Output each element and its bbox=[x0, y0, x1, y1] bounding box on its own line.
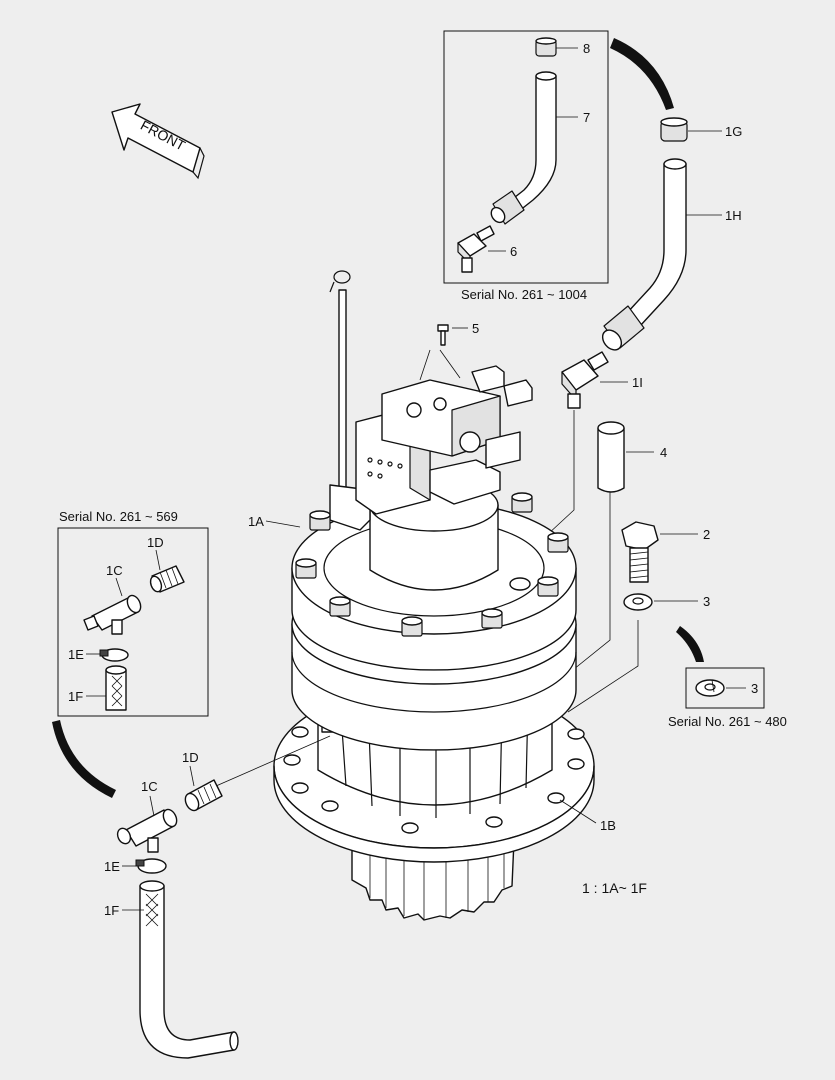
inset-top: 8 7 6 Serial No. 261 ~ 1004 bbox=[443, 30, 609, 302]
valve-block bbox=[355, 365, 533, 515]
inset-left-callout-1C: 1C bbox=[106, 563, 123, 578]
inset-top-frame bbox=[443, 30, 609, 284]
callout-5: 5 bbox=[472, 321, 479, 336]
callout-1G: 1G bbox=[725, 124, 742, 139]
flange-bolt-holes bbox=[283, 726, 585, 834]
callout-7: 7 bbox=[583, 110, 590, 125]
spring-washer-icon bbox=[695, 679, 725, 697]
inset-left: Serial No. 261 ~ 569 1D 1C 1E 1F bbox=[57, 509, 209, 717]
callout-2: 2 bbox=[703, 527, 710, 542]
inset-top-serial: Serial No. 261 ~ 1004 bbox=[461, 287, 587, 302]
callout-1F: 1F bbox=[104, 903, 119, 918]
inset-right-callout-3: 3 bbox=[751, 681, 758, 696]
pin-icon: 4 bbox=[597, 421, 667, 493]
inset-left-callout-1D: 1D bbox=[147, 535, 164, 550]
hex-bolt-icon: 2 bbox=[621, 521, 710, 583]
drain-fittings: 1D 1C 1E 1F bbox=[104, 735, 331, 1059]
callout-8: 8 bbox=[583, 41, 590, 56]
front-arrow-icon: FRONT bbox=[111, 103, 205, 180]
inset-right-frame bbox=[685, 667, 765, 709]
curved-arrow-icon bbox=[52, 720, 116, 798]
bolt-icon: 5 bbox=[437, 321, 479, 346]
cap-icon bbox=[660, 117, 688, 142]
inset-right-serial: Serial No. 261 ~ 480 bbox=[668, 714, 787, 729]
inset-left-callout-1E: 1E bbox=[68, 647, 84, 662]
callout-1I: 1I bbox=[632, 375, 643, 390]
callout-1B: 1B bbox=[600, 818, 616, 833]
inset-left-callout-1F: 1F bbox=[68, 689, 83, 704]
drain-tube-assembly: 1G 1H 1I bbox=[561, 117, 742, 409]
inset-left-serial: Serial No. 261 ~ 569 bbox=[59, 509, 178, 524]
casing-bolts bbox=[295, 492, 569, 637]
callout-1D: 1D bbox=[182, 750, 199, 765]
callout-1A: 1A bbox=[248, 514, 264, 529]
callout-6: 6 bbox=[510, 244, 517, 259]
curved-arrow-icon bbox=[676, 626, 704, 662]
callout-1C: 1C bbox=[141, 779, 158, 794]
curved-arrow-icon bbox=[610, 38, 674, 110]
washer-icon: 3 bbox=[623, 593, 710, 611]
kit-note: 1 : 1A~ 1F bbox=[582, 880, 647, 896]
callout-1E: 1E bbox=[104, 859, 120, 874]
inset-right: 3 Serial No. 261 ~ 480 bbox=[668, 667, 787, 729]
swing-motor-body: 1A 1B bbox=[248, 365, 616, 921]
dipstick-icon bbox=[329, 270, 351, 491]
cap-icon bbox=[535, 37, 557, 57]
inset-left-frame bbox=[57, 527, 209, 717]
callout-3: 3 bbox=[703, 594, 710, 609]
elbow-fitting-icon bbox=[457, 225, 495, 273]
callout-4: 4 bbox=[660, 445, 667, 460]
callout-1H: 1H bbox=[725, 208, 742, 223]
